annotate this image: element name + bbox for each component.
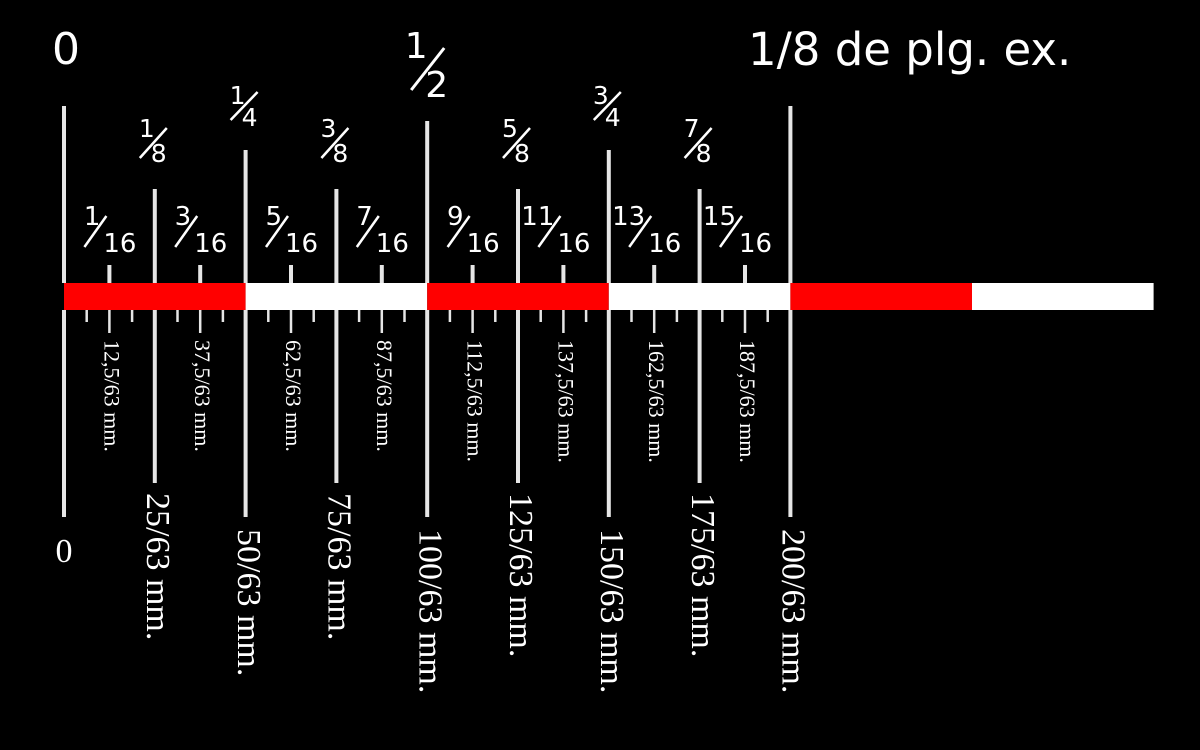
- fraction-denominator: 16: [376, 229, 409, 259]
- mm-label: 150/63 mm.: [593, 529, 630, 693]
- mm-labels: 0 12,5/63 mm. 25/63 mm. 37,5/63 mm. 50/63 mm…: [56, 340, 812, 693]
- bar-segment-white: [245, 283, 428, 310]
- fraction-numerator: 15: [703, 202, 736, 232]
- fraction-numerator: 1: [230, 81, 246, 110]
- mm-label-zero: 0: [56, 533, 73, 570]
- fraction-denominator: 16: [103, 229, 136, 259]
- fraction-numerator: 7: [356, 202, 373, 232]
- fraction-label-1-8: 18: [138, 114, 168, 168]
- mm-label: 37,5/63 mm.: [190, 340, 215, 452]
- fraction-slash: [229, 91, 259, 121]
- bar-segment-red: [427, 283, 609, 310]
- zero-title: 0: [52, 24, 80, 75]
- fraction-slash: [537, 215, 562, 248]
- mm-label: 25/63 mm.: [139, 493, 176, 640]
- fraction-denominator: 16: [557, 229, 590, 259]
- mm-label: 112,5/63 mm.: [463, 340, 488, 462]
- fraction-slash: [83, 215, 108, 248]
- fraction-slash: [628, 215, 653, 248]
- fraction-numerator: 5: [265, 202, 282, 232]
- fraction-slash: [683, 127, 713, 159]
- mm-label: 125/63 mm.: [502, 493, 539, 657]
- fraction-denominator: 2: [425, 65, 448, 106]
- fraction-slash: [502, 127, 531, 159]
- mm-label: 50/63 mm.: [230, 529, 267, 676]
- fraction-slash: [410, 47, 446, 91]
- fraction-label-5-8: 58: [502, 114, 531, 168]
- fraction-denominator: 8: [151, 139, 167, 168]
- fraction-label-7-16: 716: [355, 202, 409, 259]
- graduation-lines: [62, 106, 793, 517]
- fraction-denominator: 8: [696, 139, 712, 168]
- fraction-slash: [138, 127, 168, 159]
- fraction-slash: [174, 215, 199, 248]
- inch-fraction-labels: 1161831614516387161291658111634131678151…: [83, 26, 772, 259]
- fraction-label-7-8: 78: [683, 114, 713, 168]
- fraction-denominator: 4: [605, 103, 621, 132]
- fraction-numerator: 3: [593, 81, 609, 110]
- mm-label: 200/63 mm.: [775, 529, 812, 693]
- fraction-label-9-16: 916: [446, 202, 500, 259]
- fraction-label-1-16: 116: [83, 202, 136, 259]
- fraction-label-1-4: 14: [229, 81, 259, 132]
- bar-segment-white: [608, 283, 791, 310]
- fraction-numerator: 1: [139, 114, 155, 143]
- fraction-numerator: 5: [502, 114, 518, 143]
- ruler-bar: [64, 283, 1154, 310]
- fraction-numerator: 1: [84, 202, 101, 232]
- fraction-slash: [264, 215, 290, 248]
- fraction-denominator: 16: [285, 229, 318, 259]
- fraction-denominator: 16: [467, 229, 500, 259]
- fraction-slash: [446, 215, 471, 248]
- mm-label: 100/63 mm.: [411, 529, 448, 693]
- mm-label: 87,5/63 mm.: [372, 340, 397, 452]
- fraction-denominator: 8: [332, 139, 348, 168]
- bar-segment-white: [972, 283, 1154, 310]
- fraction-numerator: 7: [684, 114, 700, 143]
- fraction-numerator: 3: [320, 114, 336, 143]
- fraction-denominator: 16: [194, 229, 227, 259]
- mm-label: 62,5/63 mm.: [281, 340, 306, 452]
- fraction-numerator: 9: [447, 202, 464, 232]
- fraction-denominator: 4: [242, 103, 258, 132]
- fraction-numerator: 13: [612, 202, 645, 232]
- fraction-slash: [355, 215, 380, 248]
- fraction-numerator: 3: [175, 202, 192, 232]
- bar-segment-red: [64, 283, 246, 310]
- fraction-label-3-8: 38: [320, 114, 350, 168]
- mm-label: 175/63 mm.: [684, 493, 721, 657]
- fraction-label-5-16: 516: [264, 202, 318, 259]
- fraction-numerator: 11: [521, 202, 554, 232]
- mm-label: 187,5/63 mm.: [735, 340, 760, 463]
- fraction-label-3-16: 316: [174, 202, 227, 259]
- fraction-denominator: 16: [648, 229, 681, 259]
- fraction-denominator: 16: [739, 229, 772, 259]
- fraction-slash: [718, 215, 744, 248]
- fraction-slash: [320, 127, 350, 159]
- mm-label: 162,5/63 mm.: [644, 340, 669, 463]
- mm-label: 137,5/63 mm.: [553, 340, 578, 463]
- fraction-slash: [592, 91, 622, 121]
- fraction-label-3-4: 34: [592, 81, 622, 132]
- mm-label: 12,5/63 mm.: [99, 340, 124, 452]
- fraction-label-1-2: 12: [405, 26, 448, 106]
- fraction-numerator: 1: [405, 26, 428, 67]
- scale-note: 1/8 de plg. ex.: [748, 23, 1071, 76]
- fraction-denominator: 8: [514, 139, 530, 168]
- mm-label: 75/63 mm.: [321, 493, 358, 640]
- bar-segment-red: [790, 283, 972, 310]
